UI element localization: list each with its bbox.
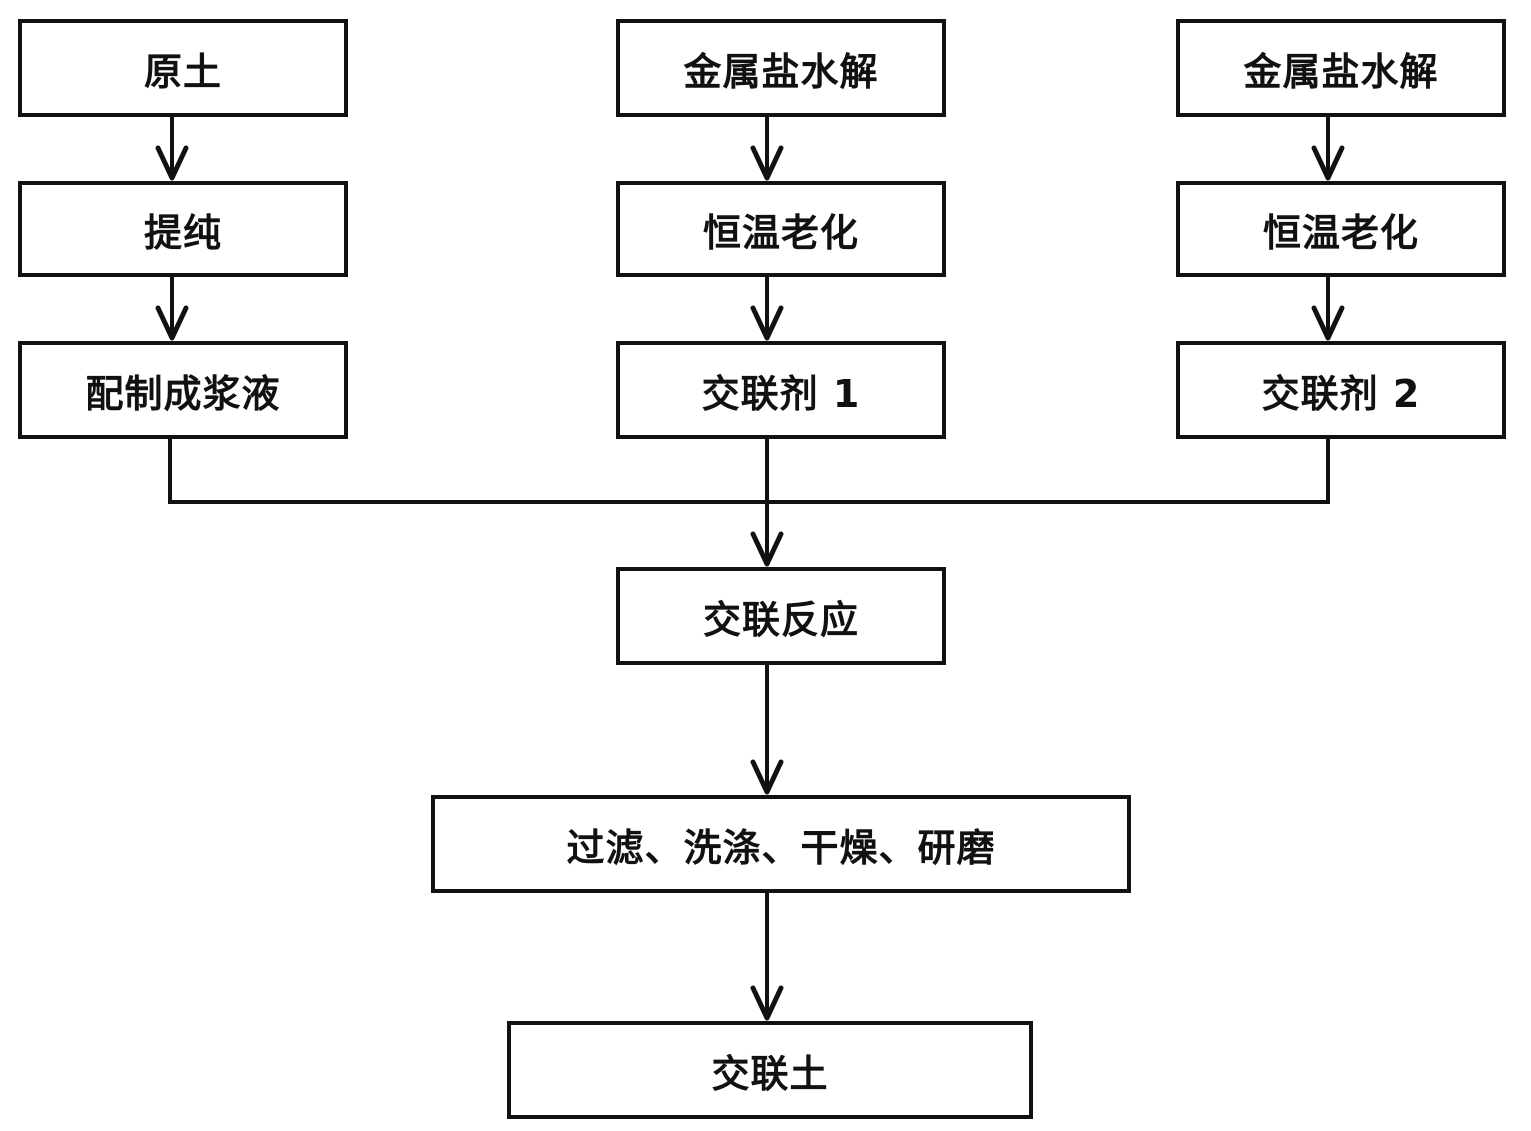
merge-connector [168, 438, 1330, 504]
arrowhead-right-2 [1311, 305, 1345, 341]
step-purification: 提纯 [18, 181, 348, 277]
arrowhead-right-1 [1311, 145, 1345, 181]
step-constant-temp-aging-2: 恒温老化 [1176, 181, 1506, 277]
step-raw-clay: 原土 [18, 19, 348, 117]
step-crosslinking-reaction: 交联反应 [616, 567, 946, 665]
step-prepare-slurry: 配制成浆液 [18, 341, 348, 439]
arrowhead-to-final-product [750, 985, 784, 1021]
step-constant-temp-aging-1: 恒温老化 [616, 181, 946, 277]
step-crosslinked-clay: 交联土 [507, 1021, 1033, 1119]
arrowhead-left-2 [155, 305, 189, 341]
step-filter-wash-dry-grind: 过滤、洗涤、干燥、研磨 [431, 795, 1131, 893]
arrowhead-middle-1 [750, 145, 784, 181]
arrowhead-merge [750, 531, 784, 567]
step-metal-salt-hydrolysis-1: 金属盐水解 [616, 19, 946, 117]
arrowhead-to-post-process [750, 759, 784, 795]
step-crosslinker-2: 交联剂 2 [1176, 341, 1506, 439]
step-crosslinker-1: 交联剂 1 [616, 341, 946, 439]
step-metal-salt-hydrolysis-2: 金属盐水解 [1176, 19, 1506, 117]
arrowhead-middle-2 [750, 305, 784, 341]
arrowhead-left-1 [155, 145, 189, 181]
